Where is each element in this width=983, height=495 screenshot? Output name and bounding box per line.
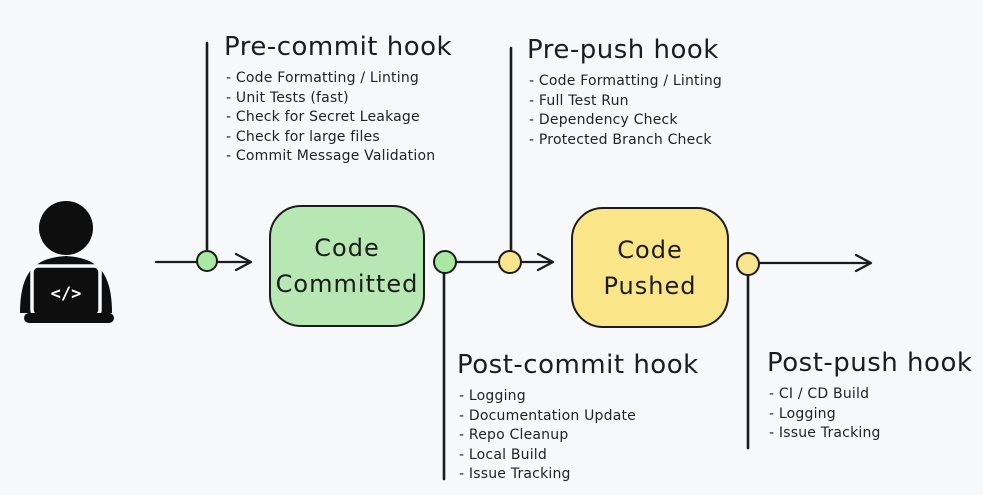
node-code-committed: Code Committed bbox=[269, 205, 425, 327]
hook-list-item: - Check for Secret Leakage bbox=[226, 109, 420, 125]
node-label-line: Pushed bbox=[603, 271, 697, 300]
arrowhead-committed-to-pushed bbox=[536, 252, 555, 272]
arrowhead-pushed-onward bbox=[854, 253, 873, 273]
hook-list-item: - Code Formatting / Linting bbox=[529, 73, 722, 89]
hook-list-item: - Issue Tracking bbox=[769, 425, 881, 441]
developer-head bbox=[39, 201, 93, 255]
node-code-pushed: Code Pushed bbox=[571, 207, 729, 328]
post-commit-node-dot bbox=[433, 250, 457, 274]
pre-commit-node-dot bbox=[196, 250, 218, 272]
arrowhead-dev-to-committed bbox=[234, 252, 253, 272]
hook-list-item: - Repo Cleanup bbox=[459, 427, 569, 443]
node-label-line: Code bbox=[314, 234, 380, 262]
hook-list-item: - Logging bbox=[459, 388, 526, 404]
pre-commit-hook-block: Pre-commit hook - Code Formatting / Lint… bbox=[224, 32, 452, 167]
hook-list-item: - Code Formatting / Linting bbox=[226, 70, 419, 86]
post-push-hook-title: Post-push hook bbox=[767, 348, 973, 378]
post-commit-hook-title: Post-commit hook bbox=[457, 350, 699, 380]
pre-push-hook-block: Pre-push hook - Code Formatting / Lintin… bbox=[527, 35, 722, 150]
post-commit-hook-block: Post-commit hook - Logging - Documentatio… bbox=[457, 350, 699, 485]
hook-list-item: - Check for large files bbox=[226, 128, 380, 145]
pre-push-hook-list: - Code Formatting / Linting - Full Test R… bbox=[527, 72, 722, 150]
hook-list-item: - Commit Message Validation bbox=[226, 148, 436, 164]
node-label-line: Code bbox=[617, 235, 683, 264]
pre-commit-hook-title: Pre-commit hook bbox=[224, 32, 453, 62]
post-push-hook-list: - CI / CD Build - Logging - Issue Tracking bbox=[767, 385, 972, 444]
hook-node-dots bbox=[196, 250, 760, 276]
hook-list-item: - Documentation Update bbox=[459, 407, 636, 424]
hook-list-item: - Protected Branch Check bbox=[529, 131, 712, 148]
hook-list-item: - Dependency Check bbox=[529, 112, 678, 128]
post-push-node-dot bbox=[736, 252, 760, 276]
pre-commit-hook-list: - Code Formatting / Linting - Unit Tests … bbox=[224, 69, 452, 167]
hook-list-item: - Local Build bbox=[459, 446, 547, 463]
hook-connector-bars bbox=[205, 41, 750, 481]
laptop-base bbox=[24, 313, 114, 323]
pre-push-hook-title: Pre-push hook bbox=[527, 35, 719, 65]
post-commit-hook-list: - Logging - Documentation Update - Repo Cl… bbox=[457, 387, 699, 485]
developer-icon: </> bbox=[20, 201, 114, 323]
post-push-hook-block: Post-push hook - CI / CD Build- Logging-… bbox=[767, 348, 972, 444]
pre-push-node-dot bbox=[498, 250, 522, 274]
hook-list-item: - Logging bbox=[769, 405, 836, 422]
hook-list-item: - Unit Tests (fast) bbox=[226, 89, 349, 106]
laptop-code-glyph: </> bbox=[51, 284, 82, 304]
hook-list-item: - Issue Tracking bbox=[459, 466, 571, 482]
hook-list-item: - CI / CD Build bbox=[769, 386, 870, 402]
hook-list-item: - Full Test Run bbox=[529, 92, 629, 109]
node-label-line: Committed bbox=[275, 270, 419, 298]
